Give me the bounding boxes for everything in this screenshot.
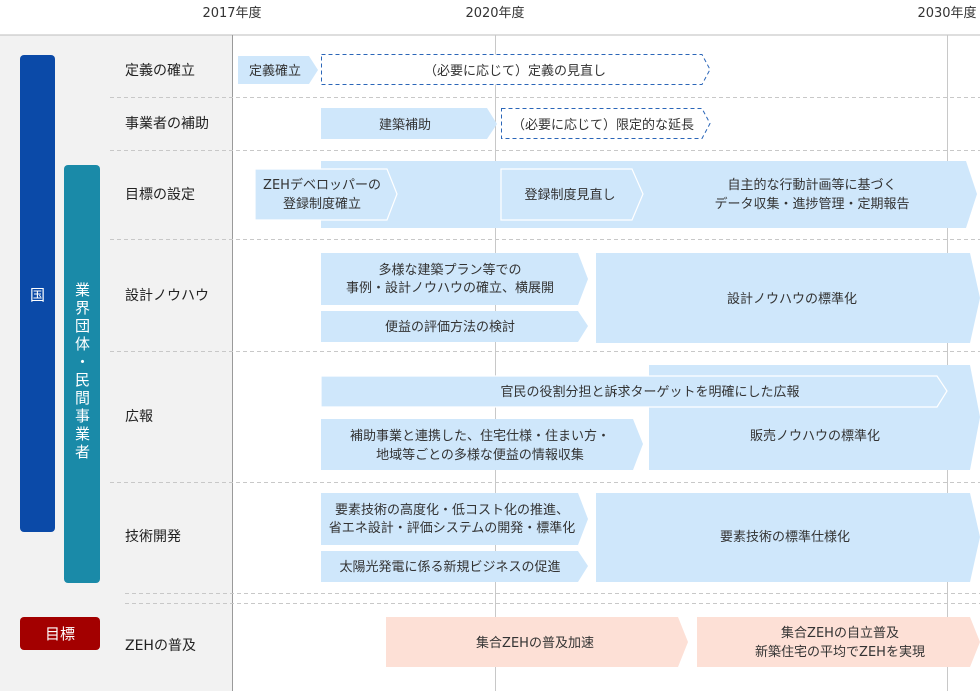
arrow-target-review-label: 登録制度見直し	[524, 187, 615, 203]
arrow-design-standard	[596, 253, 980, 343]
arrow-target-long	[321, 161, 977, 228]
arrow-design-benefit-label: 便益の評価方法の検討	[385, 319, 515, 335]
arrow-target-registration-line1: ZEHデベロッパーの	[263, 177, 381, 193]
year-label-2030: 2030年度	[917, 5, 976, 21]
row-label-subsidy: 事業者の補助	[125, 116, 209, 132]
arrow-tech-advance-line2: 省エネ設計・評価システムの開発・標準化	[329, 520, 576, 536]
arrow-target-registration	[254, 168, 398, 221]
arrow-pr-sales-label: 販売ノウハウの標準化	[750, 428, 880, 444]
actor-bar-kuni	[20, 55, 55, 532]
row-label-design: 設計ノウハウ	[125, 288, 209, 304]
arrow-tech-advance-line1: 要素技術の高度化・低コスト化の推進、	[335, 502, 569, 518]
actor-label-kuni: 国	[30, 286, 45, 304]
arrow-pr-info	[321, 419, 643, 470]
arrow-target-long-line2: データ収集・進捗管理・定期報告	[714, 196, 909, 212]
goal-badge	[20, 617, 100, 650]
arrow-pr-roles-label: 官民の役割分担と訴求ターゲットを明確にした広報	[500, 384, 799, 400]
arrow-zeh-accelerate	[386, 617, 688, 667]
dashed-arrow-subsidy-extension	[501, 108, 711, 139]
arrow-definition-label: 定義確立	[249, 63, 301, 79]
arrow-tech-standard	[596, 493, 980, 582]
arrow-target-review	[500, 168, 644, 221]
arrow-zeh-accelerate-label: 集合ZEHの普及加速	[476, 635, 594, 651]
arrow-zeh-independent	[697, 617, 980, 667]
arrow-definition	[238, 56, 318, 84]
arrow-pr-roles	[320, 375, 948, 408]
row-label-definition: 定義の確立	[125, 62, 195, 79]
arrow-design-cases-line1: 多様な建築プラン等での	[378, 262, 521, 278]
row-label-tech: 技術開発	[125, 529, 181, 545]
arrow-design-cases	[321, 253, 588, 305]
arrow-design-benefit	[321, 311, 588, 342]
arrow-tech-solar	[321, 551, 588, 582]
arrow-pr-info-line2: 地域等ごとの多様な便益の情報収集	[376, 447, 584, 463]
dashed-arrow-subsidy-extension-label: （必要に応じて）限定的な延長	[512, 117, 694, 133]
arrow-zeh-independent-line2: 新築住宅の平均でZEHを実現	[755, 644, 925, 660]
goal-badge-label: 目標	[45, 625, 75, 643]
actor-bar-industry	[64, 165, 100, 583]
arrow-target-registration-line2: 登録制度確立	[283, 196, 361, 212]
year-label-2017: 2017年度	[202, 5, 261, 21]
arrow-pr-info-line1: 補助事業と連携した、住宅仕様・住まい方・	[350, 428, 610, 444]
row-label-target: 目標の設定	[125, 187, 195, 203]
arrow-tech-advance	[321, 493, 588, 545]
dashed-arrow-definition-review	[321, 54, 711, 85]
dashed-arrow-definition-review-label: （必要に応じて）定義の見直し	[424, 63, 606, 79]
arrow-subsidy	[321, 108, 497, 139]
row-label-zeh: ZEHの普及	[125, 638, 196, 654]
arrow-tech-solar-label: 太陽光発電に係る新規ビジネスの促進	[339, 559, 560, 575]
arrow-target-long-line1: 自主的な行動計画等に基づく	[727, 177, 896, 193]
row-label-pr: 広報	[125, 409, 153, 425]
arrow-design-cases-line2: 事例・設計ノウハウの確立、横展開	[346, 280, 554, 296]
row-separators	[110, 97, 980, 604]
arrow-subsidy-label: 建築補助	[379, 118, 431, 133]
arrow-design-standard-label: 設計ノウハウの標準化	[727, 291, 857, 307]
actor-label-industry: 業界団体・民間事業者	[73, 282, 91, 462]
arrow-tech-standard-label: 要素技術の標準仕様化	[720, 529, 850, 545]
arrow-zeh-independent-line1: 集合ZEHの自立普及	[781, 625, 899, 641]
year-label-2020: 2020年度	[465, 5, 524, 21]
